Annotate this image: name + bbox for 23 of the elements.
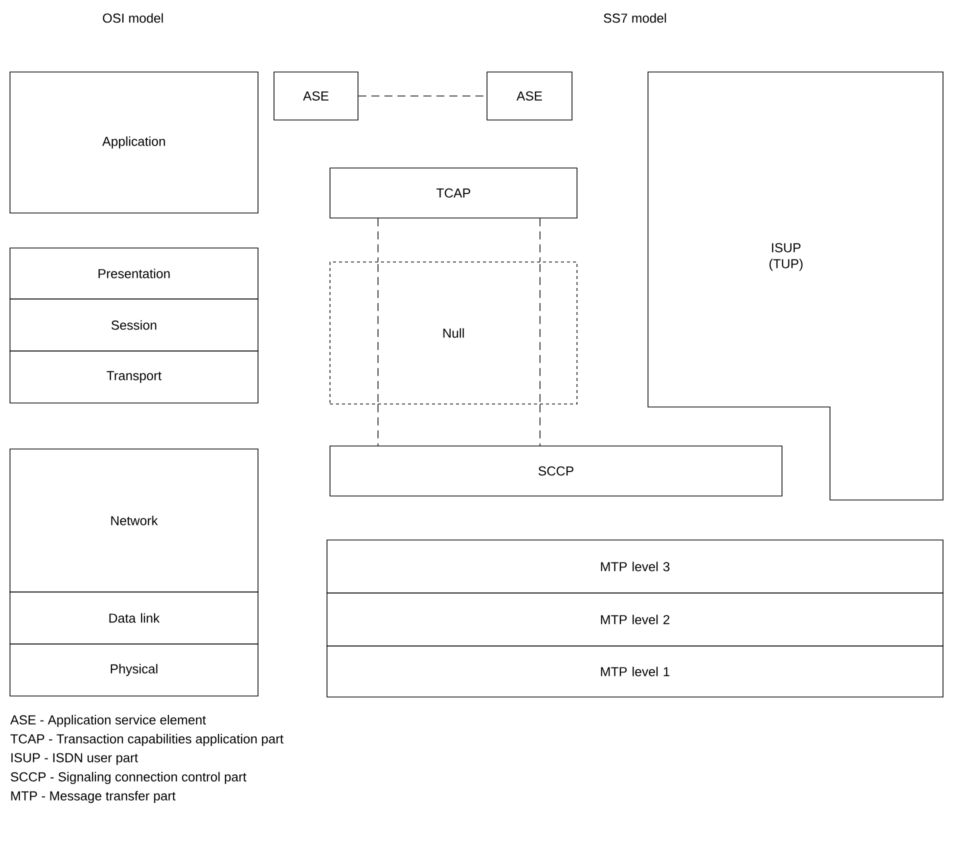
layer-box: Null	[330, 262, 578, 404]
layer-box: Application	[10, 72, 258, 214]
layer-box: TCAP	[330, 168, 578, 218]
layer-box: Data link	[10, 592, 258, 644]
layer-box: MTP level 3	[326, 540, 944, 594]
layer-box: ASE	[274, 72, 358, 120]
layer-box: MTP level 1	[326, 646, 944, 698]
legend-note: TCAP - Transaction capabilities application part	[10, 734, 284, 746]
protocol-block: ISUP (TUP)	[648, 72, 944, 500]
layer-box: MTP level 2	[326, 592, 944, 646]
legend-note: ASE - Application service element	[10, 714, 206, 728]
layer-box: Transport	[10, 350, 258, 404]
layer-box: Session	[10, 298, 258, 352]
legend-note: MTP - Message transfer part	[11, 790, 176, 804]
column-heading: OSI model	[102, 13, 163, 23]
layer-box: Physical	[10, 644, 258, 696]
layer-box: SCCP	[330, 446, 782, 496]
layer-box: Network	[10, 448, 258, 592]
column-heading: SS7 model	[604, 13, 666, 23]
legend-note: SCCP - Signaling connection control part	[10, 772, 246, 784]
layer-box: ASE	[486, 72, 572, 120]
layer-box: Presentation	[10, 248, 258, 300]
legend-note: ISUP - ISDN user part	[11, 753, 138, 765]
